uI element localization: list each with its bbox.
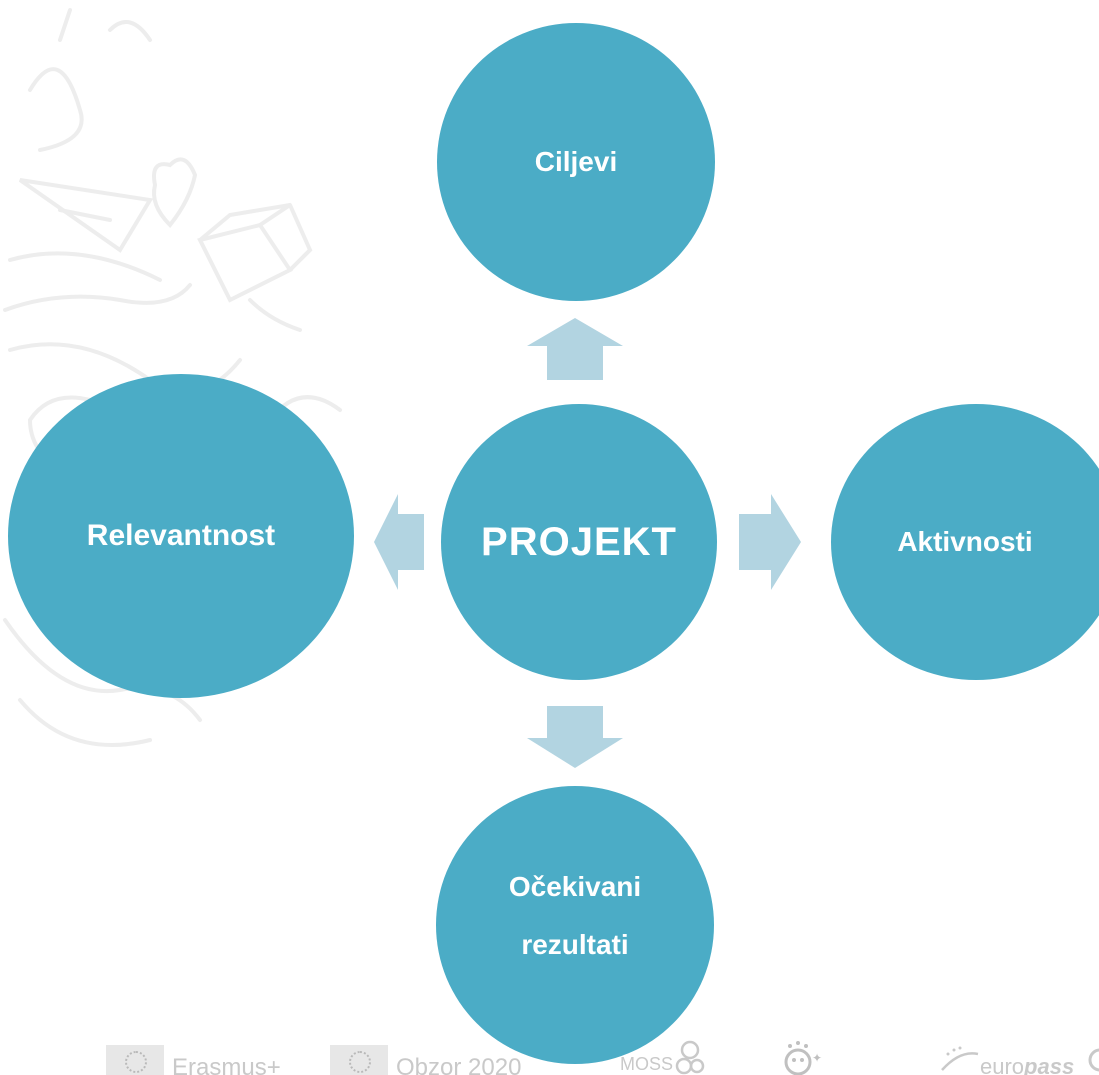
svg-text:✦: ✦ (812, 1051, 822, 1065)
node-ocekivani-rezultati-label: Očekivani rezultati (509, 858, 641, 974)
node-aktivnosti-label: Aktivnosti (897, 526, 1033, 557)
node-relevantnost: Relevantnost (8, 374, 354, 698)
node-ocekivani-line1: Očekivani (508, 871, 642, 902)
eu-flag-icon (106, 1045, 164, 1075)
moss-circles-icon (675, 1040, 705, 1075)
node-ocekivani-line2: rezultati (521, 929, 629, 960)
node-ocekivani-rezultati: Očekivani rezultati (436, 786, 714, 1064)
partial-logo-icon (1088, 1048, 1099, 1072)
arrow-left (374, 494, 424, 590)
erasmus-logo: Erasmus+ (106, 1040, 281, 1075)
obzor-logo: Obzor 2020 (330, 1040, 521, 1075)
eu-flag-icon (330, 1045, 388, 1075)
erasmus-logo-text: Erasmus+ (172, 1054, 281, 1075)
moss-logo-text: MOSS (620, 1054, 674, 1074)
arrow-up (527, 318, 623, 380)
europass-swoosh-icon (941, 1046, 979, 1071)
node-projekt: PROJEKT (441, 404, 717, 680)
etwinning-logo: ✦ (780, 1040, 824, 1075)
stars-smiley-icon: ✦ (784, 1041, 822, 1075)
node-relevantnost-label: Relevantnost (86, 519, 276, 552)
node-ciljevi: Ciljevi (437, 23, 715, 301)
node-aktivnosti: Aktivnosti (831, 404, 1099, 680)
moss-logo: MOSS (620, 1040, 705, 1075)
europass-logo-prefix: euro (980, 1054, 1025, 1075)
node-ciljevi-label: Ciljevi (534, 146, 618, 177)
arrow-right (739, 494, 801, 590)
footer-logos: Erasmus+ Obzor 2020 MOSS ✦ (0, 1040, 1099, 1075)
obzor-logo-text: Obzor 2020 (396, 1054, 522, 1075)
europass-logo-text: europass (980, 1054, 1074, 1075)
europass-logo-suffix: pass (1024, 1054, 1075, 1075)
europass-logo: europass (940, 1040, 1074, 1075)
partial-logo (1088, 1040, 1099, 1075)
node-projekt-label: PROJEKT (481, 519, 677, 564)
arrow-down (527, 706, 623, 768)
